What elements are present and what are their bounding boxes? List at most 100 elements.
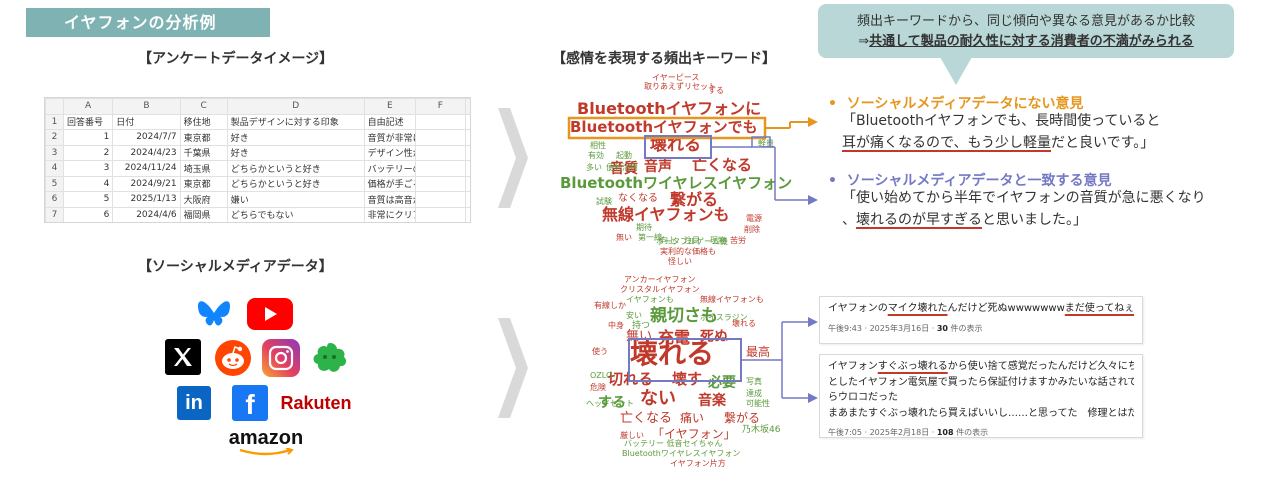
sheet-cell[interactable]: 嫌い <box>226 191 365 208</box>
post-meta: 午後9:43 · 2025年3月16日 · 30 件の表示 <box>828 323 1134 334</box>
cloud-keyword: 有効 <box>588 151 604 160</box>
sheet-cell[interactable]: 6 <box>62 206 114 222</box>
sheet-corner[interactable] <box>45 98 64 115</box>
sheet-column-header[interactable]: A <box>62 98 114 115</box>
sheet-cell[interactable]: 自由記述 <box>363 113 417 130</box>
sheet-cell[interactable]: 2025/1/13 <box>112 191 181 208</box>
post-body: イヤフォンすぐぶっ壊れるから使い捨て感覚だったんだけど久々にちゃん <box>828 359 1134 375</box>
sheet-cell[interactable]: 1 <box>62 129 114 146</box>
sheet-cell[interactable] <box>464 206 470 222</box>
bullet: • <box>828 96 837 112</box>
opinion-prefix: 、 <box>842 211 856 228</box>
sheet-row-header[interactable]: 3 <box>45 144 64 161</box>
facebook-icon: f <box>232 385 268 421</box>
sheet-cell[interactable]: どちらでもない <box>226 206 365 222</box>
view-count: 108 <box>936 428 954 437</box>
opinion-tail: と思いました。」 <box>982 211 1087 228</box>
cloud-keyword: 壊れる <box>630 337 715 370</box>
cloud-keyword: 安い <box>626 311 642 320</box>
sheet-row-header[interactable]: 5 <box>45 175 64 192</box>
sheet-column-header[interactable]: E <box>363 98 417 115</box>
sheet-cell[interactable]: 5 <box>62 191 114 208</box>
sheet-row-header[interactable]: 6 <box>45 191 64 208</box>
sheet-row-header[interactable]: 7 <box>45 206 64 222</box>
sheet-cell[interactable]: 4 <box>62 175 114 192</box>
cloud-keyword: 多い <box>586 163 602 172</box>
sheet-cell[interactable]: 2024/7/7 <box>112 129 181 146</box>
sheet-cell[interactable] <box>415 113 466 130</box>
sheet-column-header[interactable]: C <box>179 98 228 115</box>
cloud-keyword: 使う <box>592 347 608 356</box>
sheet-cell[interactable]: どちらかというと好き <box>226 160 365 177</box>
sheet-cell[interactable]: 千葉県 <box>179 144 228 161</box>
cloud-keyword: する <box>708 86 724 95</box>
sheet-cell[interactable] <box>415 144 466 161</box>
sheet-row-header[interactable]: 2 <box>45 129 64 146</box>
sheet-cell[interactable] <box>415 129 466 146</box>
sheet-cell[interactable]: 東京都 <box>179 129 228 146</box>
social-post-1[interactable]: イヤフォンのマイク壊れたんだけど死ぬwwwwwwwまだ使ってねぇって 午後9:4… <box>819 296 1143 344</box>
cloud-keyword: バッテリー 低音セイちゃん <box>624 439 723 448</box>
sheet-cell[interactable] <box>464 129 470 146</box>
sheet-cell[interactable]: 好き <box>226 129 365 146</box>
underlined-phrase: すぐぶっ壊れる <box>877 361 948 372</box>
sheet-cell[interactable] <box>415 206 466 222</box>
sheet-cell[interactable]: 回答番号 <box>62 113 114 130</box>
sheet-cell[interactable]: デザイン性が非常に良く、ファッシ <box>363 144 417 161</box>
amazon-smile-icon <box>239 448 294 456</box>
sheet-column-header[interactable]: G <box>464 98 470 115</box>
cloud-keyword: Bluetoothイヤフォンに <box>577 99 762 118</box>
sheet-cell[interactable]: 2024/4/6 <box>112 206 181 222</box>
sheet-column-header[interactable]: F <box>415 98 466 115</box>
sheet-cell[interactable]: 東京都 <box>179 175 228 192</box>
sheet-cell[interactable]: どちらかというと好き <box>226 175 365 192</box>
sheet-cell[interactable]: 2024/11/24 <box>112 160 181 177</box>
sheet-cell[interactable]: 非常にクリアでバランスの取れた <box>363 206 417 222</box>
cloud-keyword: 切れる <box>608 370 654 388</box>
sheet-cell[interactable]: 移住地 <box>179 113 228 130</box>
sheet-cell[interactable]: 大阪府 <box>179 191 228 208</box>
sheet-cell[interactable]: 2024/4/23 <box>112 144 181 161</box>
sheet-cell[interactable]: 3 <box>62 160 114 177</box>
cloud-keyword: 痛い <box>680 411 705 425</box>
cloud-keyword: 起動 <box>616 151 632 160</box>
cloud-keyword: 活用 <box>622 163 638 172</box>
survey-spreadsheet[interactable]: ABCDEFG1回答番号日付移住地製品デザインに対する印象自由記述212024/… <box>44 97 471 223</box>
insight-callout: 頻出キーワードから、同じ傾向や異なる意見があるか比較 ⇒共通して製品の耐久性に対… <box>818 4 1234 58</box>
sheet-cell[interactable]: 2024/9/21 <box>112 175 181 192</box>
sheet-cell[interactable]: 製品デザインに対する印象 <box>226 113 365 130</box>
sheet-cell[interactable]: 価格が手ごろで、音質も良いと思 <box>363 175 417 192</box>
opinion-heading-text: ソーシャルメディアデータと一致する意見 <box>846 173 1112 189</box>
view-suffix: 件の表示 <box>953 428 989 437</box>
sheet-cell[interactable] <box>464 160 470 177</box>
instagram-icon <box>262 339 300 377</box>
sheet-cell[interactable] <box>415 191 466 208</box>
sheet-cell[interactable]: 好き <box>226 144 365 161</box>
sheet-cell[interactable]: 2 <box>62 144 114 161</box>
sheet-column-header[interactable]: B <box>112 98 181 115</box>
sheet-cell[interactable]: 音質は高音が少し強調されている <box>363 191 417 208</box>
callout-line1: 頻出キーワードから、同じ傾向や異なる意見があるか比較 <box>856 14 1195 29</box>
sheet-cell[interactable] <box>464 144 470 161</box>
amazon-logo-text: amazon <box>228 427 304 449</box>
sheet-column-header[interactable]: D <box>226 98 365 115</box>
sheet-cell[interactable] <box>464 175 470 192</box>
x-icon <box>165 339 201 375</box>
cloud-keyword: 削除 <box>744 225 760 234</box>
sheet-cell[interactable] <box>464 191 470 208</box>
sheet-row-header[interactable]: 4 <box>45 160 64 177</box>
sheet-cell[interactable]: 福岡県 <box>179 206 228 222</box>
sheet-cell[interactable]: 日付 <box>112 113 181 130</box>
sheet-cell[interactable]: 音質が非常に良く、特にノイズキャ <box>363 129 417 146</box>
sheet-cell[interactable]: 埼玉県 <box>179 160 228 177</box>
sheet-cell[interactable] <box>415 175 466 192</box>
cloud-keyword: イヤフォンも <box>626 295 674 304</box>
sheet-cell[interactable] <box>415 160 466 177</box>
sheet-cell[interactable]: バッテリーの持ちがもう少し長い <box>363 160 417 177</box>
sheet-cell[interactable] <box>464 113 470 130</box>
cloud-keyword: 持つ <box>632 321 651 331</box>
callout-tail <box>940 57 972 85</box>
social-post-2[interactable]: イヤフォンすぐぶっ壊れるから使い捨て感覚だったんだけど久々にちゃん としたイヤフ… <box>819 354 1143 438</box>
sheet-row-header[interactable]: 1 <box>45 113 64 130</box>
